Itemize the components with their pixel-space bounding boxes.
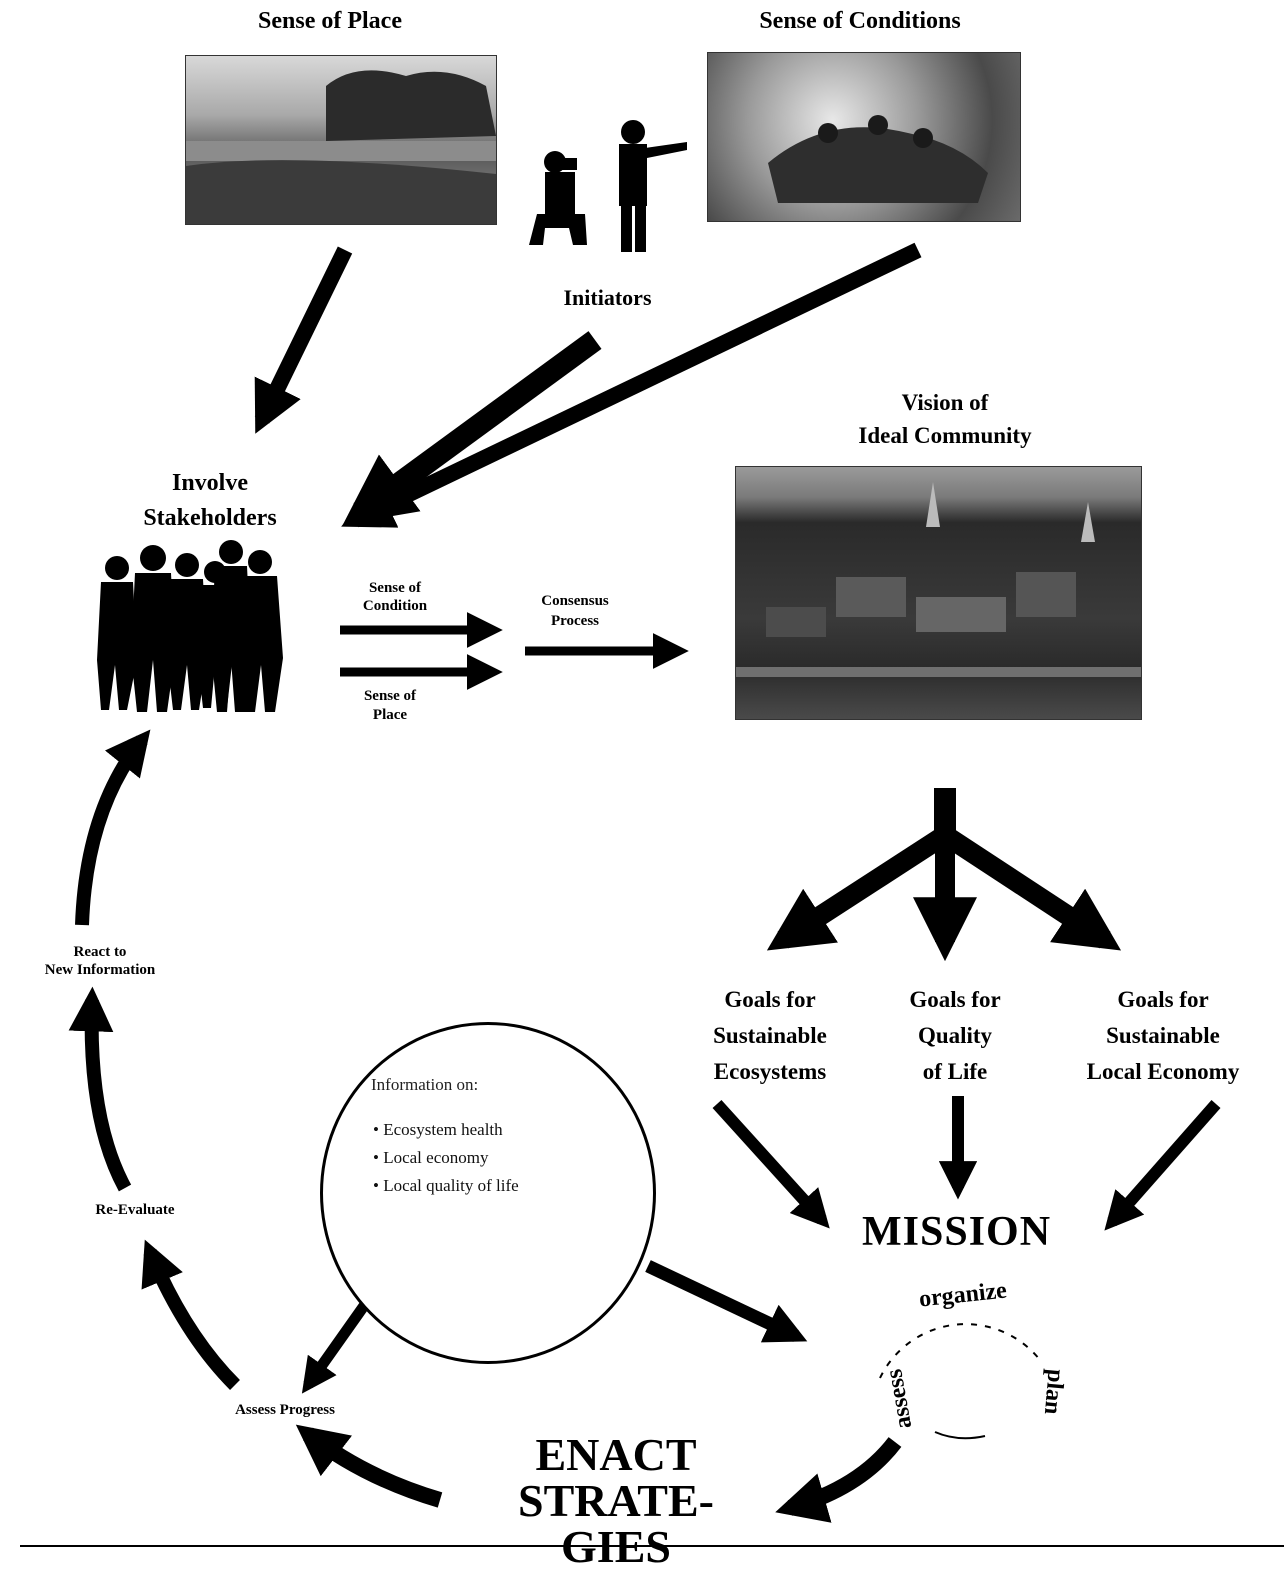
cycle-ring-lower [934,1431,986,1440]
stakeholders-label-line1: Involve [171,470,248,496]
sense-of-place-title: Sense of Place [258,8,402,34]
consensus-label-line2: Process [550,613,600,629]
mission-label: MISSION [862,1209,1052,1255]
sense-of-conditions-title: Sense of Conditions [759,8,961,34]
enact-line2: STRATE- [518,1475,714,1526]
sense-of-place-label-line1: Sense of [363,688,417,704]
information-circle: Information on: Ecosystem health Local e… [320,1022,656,1364]
arrow-to-goal-ecosystems [766,826,951,951]
sense-of-condition-label-line2: Condition [362,598,428,614]
info-item: Local quality of life [373,1176,518,1196]
arrow-react-to-stakeholders [75,729,151,926]
arrow-conditions-to-stakeholders [341,242,922,528]
goal-quality-line2: Quality [917,1023,993,1048]
arrow-cycle-to-enact [775,1437,902,1523]
arrow-initiators-to-stakeholders [342,331,602,525]
arrow-enact-to-assess [295,1424,443,1508]
sense-of-place-label-line2: Place [372,707,408,723]
arrow-goal-eco-to-mission [712,1099,830,1229]
goal-economy-line2: Sustainable [1106,1023,1220,1048]
sense-of-conditions-photo [707,52,1021,222]
goal-local-economy: Goals for Sustainable Local Economy [1052,982,1274,1090]
goal-quality-line3: of Life [922,1059,988,1084]
stakeholders-label-line2: Stakeholders [143,505,277,531]
enact-line1: ENACT [535,1429,697,1480]
arrow-to-goal-economy [939,826,1122,951]
assess-progress-label: Assess Progress [235,1402,335,1418]
bottom-rule [20,1545,1284,1547]
goal-ecosystems-line1: Goals for [724,987,816,1012]
sense-of-place-photo [185,55,497,225]
arrow-assess-to-reevaluate [141,1239,240,1390]
react-label-line1: React to [73,944,127,960]
vision-label-line1: Vision of [901,390,989,415]
goal-economy-line3: Local Economy [1086,1059,1240,1084]
goal-quality-of-life: Goals for Quality of Life [870,982,1040,1090]
ideal-community-photo [735,466,1142,720]
vision-label-line2: Ideal Community [858,423,1032,448]
initiators-label: Initiators [563,285,652,310]
enact-line3: GIES [561,1521,671,1572]
consensus-label-line1: Consensus [541,593,609,609]
goal-ecosystems-line2: Sustainable [713,1023,827,1048]
goal-ecosystems-line3: Ecosystems [713,1059,827,1084]
goal-economy-line1: Goals for [1117,987,1209,1012]
enact-strategies-label: ENACT STRATE- GIES [500,1432,732,1570]
arrow-info-to-cycle [645,1260,808,1343]
initiators-figures [529,120,687,252]
arrow-place-to-stakeholders [254,246,353,434]
goal-ecosystems: Goals for Sustainable Ecosystems [680,982,860,1090]
sense-of-condition-label-line1: Sense of [368,580,422,596]
react-label-line2: New Information [44,962,156,978]
arrow-reevaluate-to-react [68,986,132,1192]
re-evaluate-label: Re-Evaluate [95,1202,175,1218]
info-item: Ecosystem health [373,1120,519,1140]
stakeholders-group [97,540,283,712]
info-list: Ecosystem health Local economy Local qua… [373,1120,519,1204]
goal-quality-line1: Goals for [909,987,1001,1012]
arrow-goal-economy-to-mission [1104,1100,1221,1231]
info-title: Information on: [371,1075,479,1094]
info-item: Local economy [373,1148,519,1168]
